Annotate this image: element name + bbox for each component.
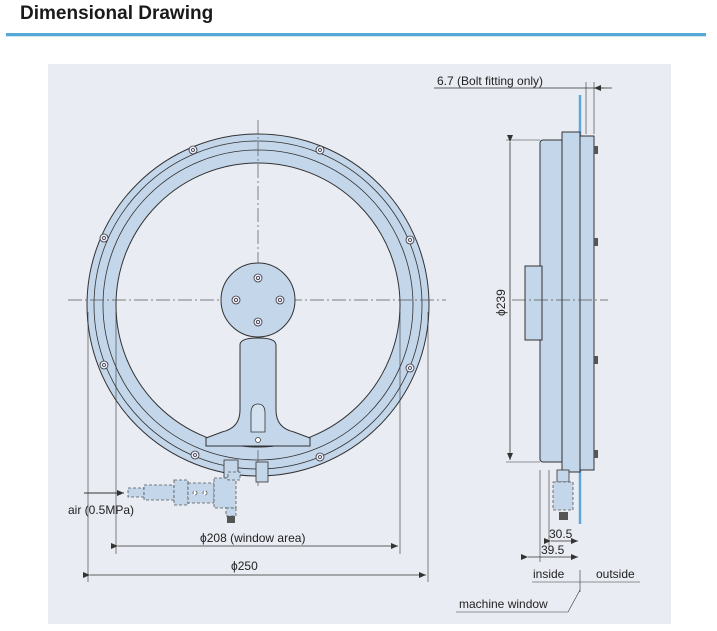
page-header: Dimensional Drawing: [0, 0, 717, 40]
side-body-main: [539, 139, 565, 463]
dim-30-5-label: 30.5: [549, 527, 573, 541]
lower-block-right: [255, 461, 269, 483]
dia-239-label: ϕ239: [494, 289, 508, 316]
side-bolts: [594, 146, 598, 458]
title-underline-shadow: [6, 36, 706, 37]
front-view: air (0.5MPa) ϕ208 (window area) ϕ250: [68, 120, 446, 582]
side-body-outer: [579, 135, 595, 471]
window-area-label: ϕ208 (window area): [200, 531, 305, 545]
hub-bolts: [231, 273, 285, 327]
side-fitting-top: [556, 469, 570, 483]
machine-window-label: machine window: [459, 597, 548, 611]
spoke-slot: [250, 403, 266, 433]
side-view: 6.7 (Bolt fitting only) ϕ239 30.5: [434, 74, 640, 613]
air-fitting-knob: [227, 516, 235, 523]
bolt-fitting-label: 6.7 (Bolt fitting only): [437, 74, 543, 88]
inside-label: inside: [533, 567, 565, 581]
dim-39-5-label: 39.5: [541, 543, 565, 557]
ring-bolts: [99, 145, 415, 462]
dia-250-label: ϕ250: [231, 559, 258, 573]
title-underline: [6, 33, 706, 36]
spoke-arm: [205, 337, 311, 447]
side-hub: [524, 265, 543, 341]
machine-window-leader-diag: [567, 589, 581, 613]
side-fitting-body: [552, 481, 574, 511]
spoke-bolt: [255, 437, 261, 443]
air-label: air (0.5MPa): [68, 503, 134, 517]
page-title: Dimensional Drawing: [20, 3, 214, 24]
side-fitting-knob: [559, 512, 568, 520]
outside-label: outside: [596, 567, 635, 581]
air-fitting: [127, 471, 241, 517]
center-hub: [220, 262, 296, 338]
side-body-flange: [561, 131, 581, 473]
